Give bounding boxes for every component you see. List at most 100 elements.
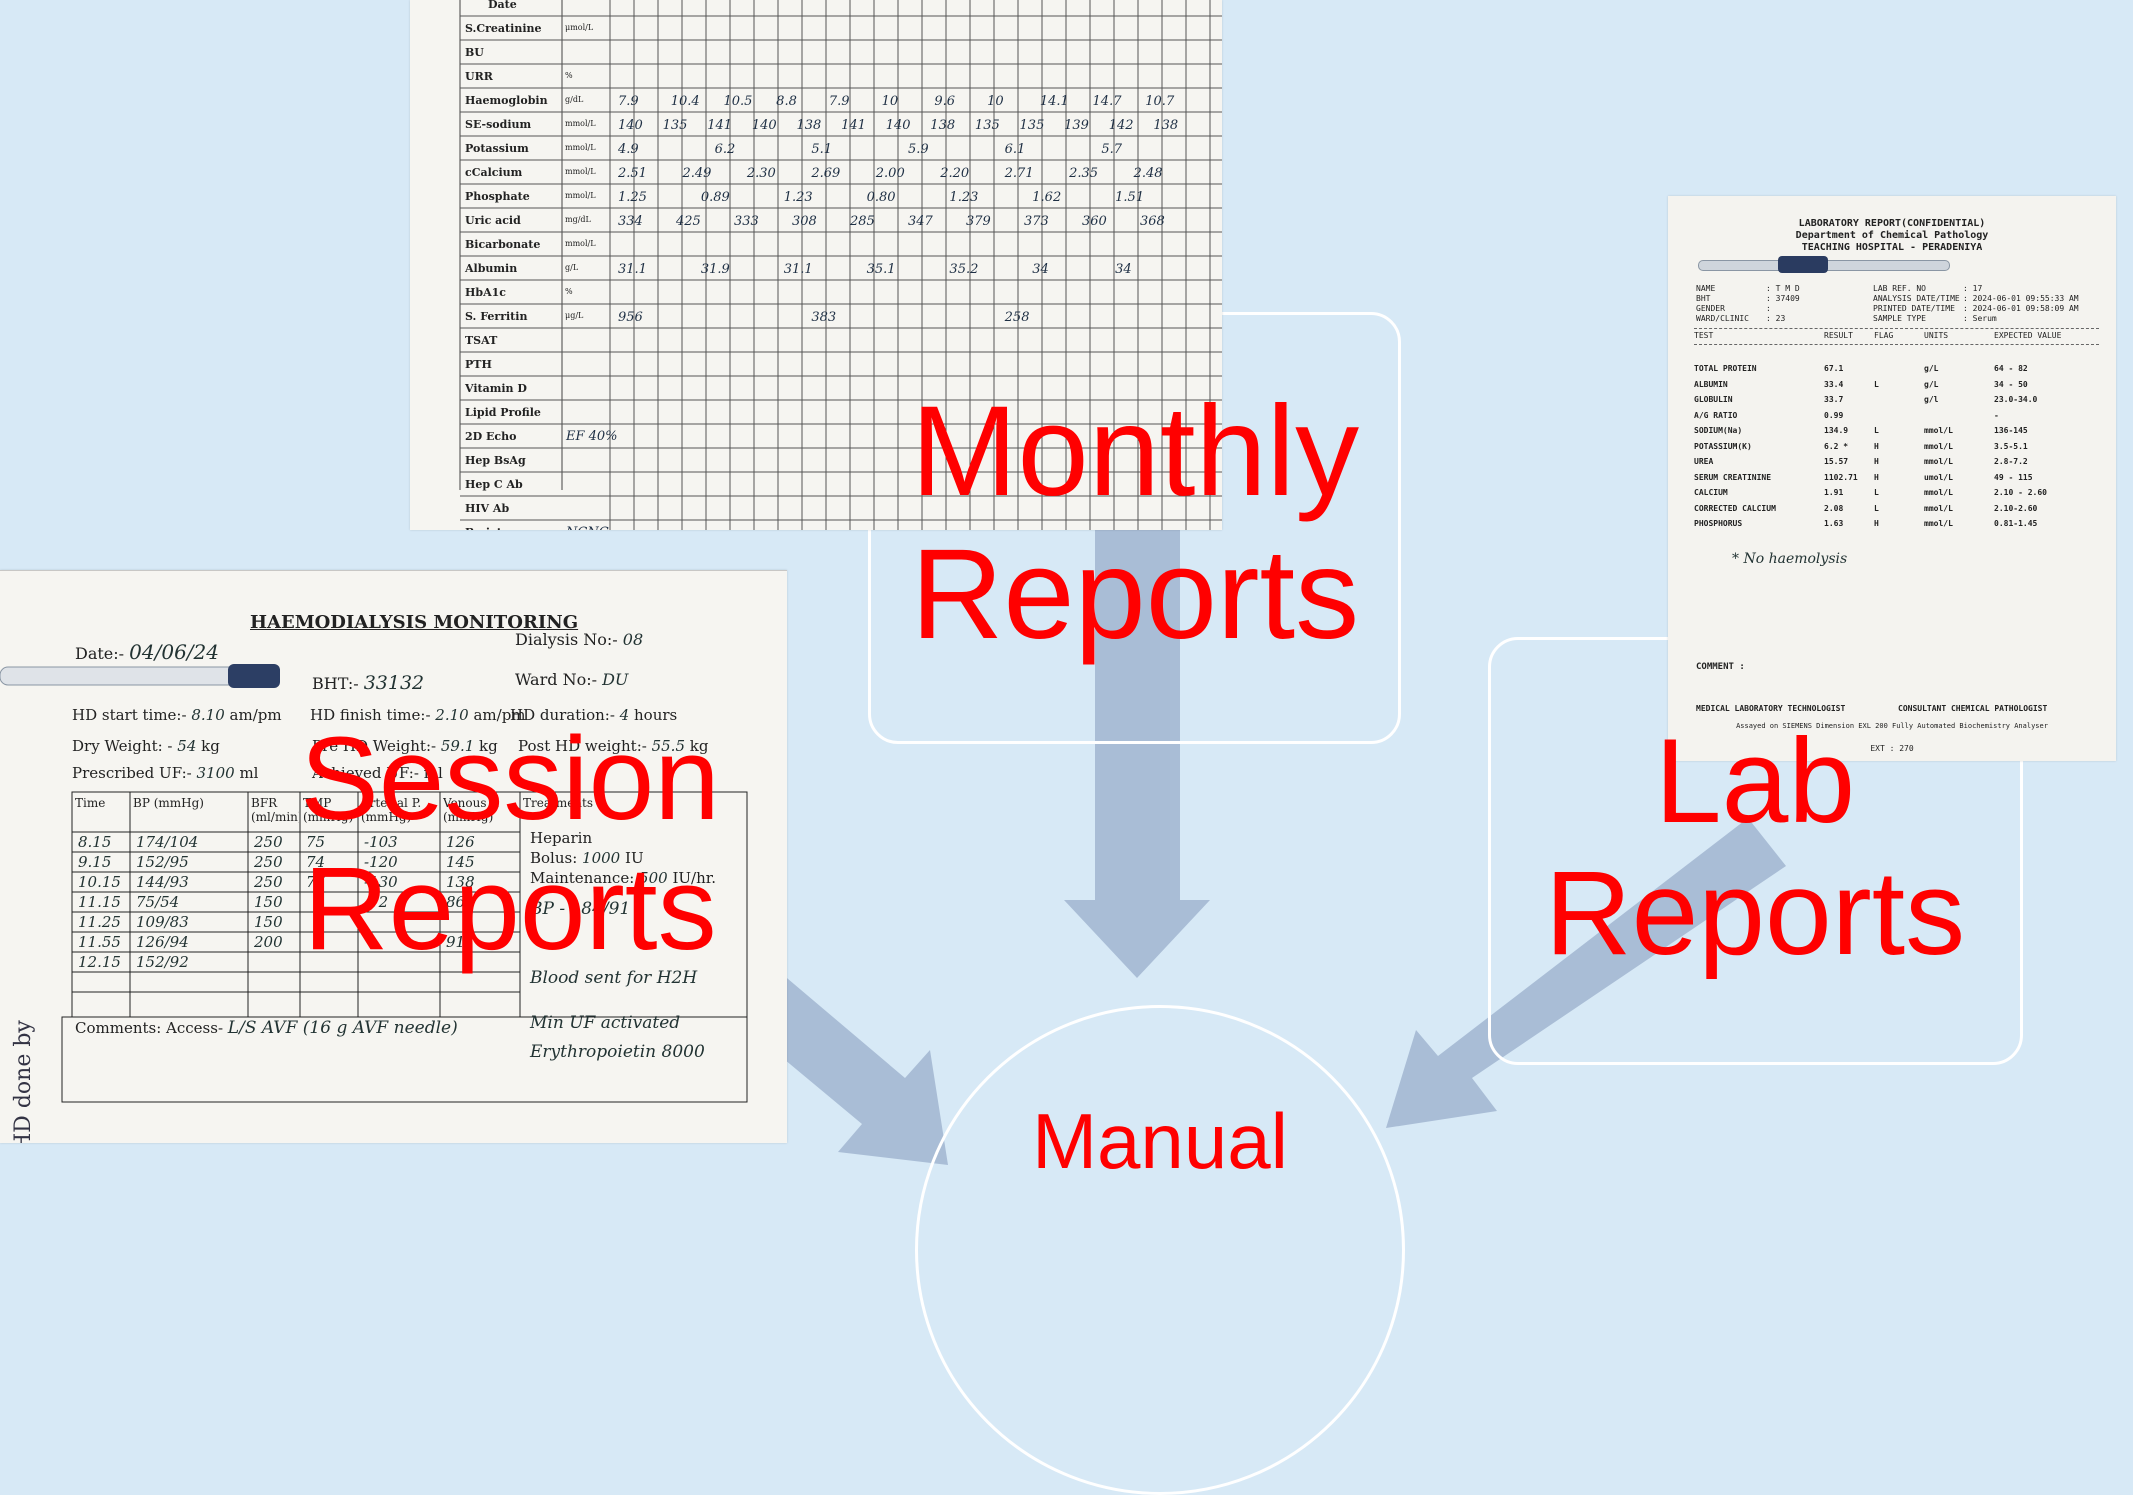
session-title: HAEMODIALYSIS MONITORING bbox=[250, 612, 579, 633]
monthly-row-unit: mmol/L bbox=[565, 191, 596, 200]
monthly-row-unit: % bbox=[565, 287, 573, 296]
session-dialysis-no-label: Dialysis No:- bbox=[515, 630, 618, 649]
monthly-row-unit: g/L bbox=[565, 263, 579, 272]
session-table-cell: 152/92 bbox=[136, 953, 189, 971]
monthly-row-name: TSAT bbox=[465, 334, 498, 347]
session-note-3: Erythropoietin 8000 bbox=[530, 1042, 705, 1062]
lab-meta-value: : T M D bbox=[1766, 284, 1800, 293]
session-table-cell: -72 bbox=[364, 893, 389, 911]
lab-table-cell: g/l bbox=[1924, 395, 1939, 404]
lab-table-cell: 34 - 50 bbox=[1994, 379, 2028, 389]
session-table-cell: 11.25 bbox=[78, 913, 121, 931]
session-table-cell: 9.15 bbox=[78, 853, 112, 871]
session-bolus-unit: IU bbox=[625, 849, 644, 867]
lab-meta-label: LAB REF. NO bbox=[1873, 284, 1926, 293]
lab-ext: EXT : 270 bbox=[1870, 744, 1914, 753]
monthly-value: 2.69 bbox=[810, 166, 840, 181]
lab-meta-label: NAME bbox=[1696, 284, 1716, 293]
lab-table-cell: L bbox=[1874, 426, 1879, 435]
session-table-cell: 145 bbox=[446, 853, 475, 871]
lab-label-line2: Reports bbox=[1544, 846, 1966, 980]
monthly-row-unit: mmol/L bbox=[565, 239, 596, 248]
lab-table-cell: POTASSIUM(K) bbox=[1694, 441, 1752, 451]
monthly-value: 10.4 bbox=[671, 94, 700, 109]
session-table-cell: 200 bbox=[254, 933, 283, 951]
lab-technologist: MEDICAL LABORATORY TECHNOLOGIST bbox=[1696, 704, 1846, 713]
lab-table-cell: H bbox=[1874, 472, 1879, 482]
monthly-row-unit: mmol/L bbox=[565, 167, 596, 176]
monthly-value: 138 bbox=[796, 118, 821, 133]
lab-meta-value: : Serum bbox=[1963, 314, 1997, 323]
monthly-row-name: Hep BsAg bbox=[465, 454, 526, 467]
session-start-label: HD start time:- bbox=[72, 706, 187, 724]
lab-table-cell: L bbox=[1874, 503, 1879, 513]
lab-column-header: FLAG bbox=[1874, 331, 1894, 340]
session-table-cell: 174/104 bbox=[136, 833, 199, 851]
session-table-cell: 150 bbox=[254, 913, 283, 931]
lab-table-cell: PHOSPHORUS bbox=[1694, 519, 1743, 528]
session-table-cell: 75/54 bbox=[136, 893, 180, 911]
session-maintenance-value: 500 bbox=[639, 869, 668, 887]
lab-table-cell: CALCIUM bbox=[1694, 488, 1728, 497]
lab-table-cell: mmol/L bbox=[1924, 503, 1953, 513]
monthly-value: 2.71 bbox=[1004, 166, 1034, 181]
session-bht-label: BHT:- bbox=[312, 674, 359, 693]
lab-meta-label: PRINTED DATE/TIME bbox=[1873, 304, 1955, 313]
lab-table-cell: L bbox=[1874, 488, 1879, 497]
session-table-cell: 138 bbox=[446, 873, 475, 891]
lab-table-cell: 33.7 bbox=[1824, 395, 1844, 404]
session-table-cell: 8.15 bbox=[78, 833, 112, 851]
lab-table-cell: umol/L bbox=[1924, 472, 1953, 482]
lab-table-cell: 134.9 bbox=[1824, 426, 1849, 435]
lab-table-cell: 0.81-1.45 bbox=[1994, 519, 2038, 528]
monthly-value: 0.89 bbox=[701, 190, 730, 205]
session-start-unit: am/pm bbox=[229, 706, 282, 724]
lab-table-cell: 64 - 82 bbox=[1994, 364, 2028, 373]
session-table-cell: 152/95 bbox=[136, 853, 189, 871]
lab-table-cell: mmol/L bbox=[1924, 441, 1953, 451]
monthly-label-line1: Monthly bbox=[910, 380, 1360, 523]
session-reports-label: Session Reports bbox=[270, 714, 750, 975]
monthly-row-unit: mmol/L bbox=[565, 143, 596, 152]
monthly-value: 138 bbox=[930, 118, 955, 133]
session-table-cell: 11.15 bbox=[78, 893, 121, 911]
lab-meta-row: BHT: 37409 bbox=[1696, 294, 1800, 304]
session-dry-label: Dry Weight: - bbox=[72, 737, 173, 755]
session-column-header: Time bbox=[75, 796, 106, 810]
monthly-value: 138 bbox=[1153, 118, 1178, 133]
session-column-header: Venous P. (mmHg) bbox=[443, 796, 500, 824]
lab-department: Department of Chemical Pathology bbox=[1795, 230, 1989, 241]
lab-table-cell: 2.8-7.2 bbox=[1994, 457, 2028, 466]
session-column-header: BP (mmHg) bbox=[133, 796, 204, 810]
session-post-unit: kg bbox=[689, 737, 709, 755]
lab-meta-row: GENDER: bbox=[1696, 304, 1800, 314]
session-table-cell: -130 bbox=[364, 873, 398, 891]
monthly-row-unit: μg/L bbox=[565, 311, 584, 320]
lab-table-cell: 49 - 115 bbox=[1994, 472, 2033, 482]
lab-table-cell: g/L bbox=[1924, 364, 1939, 373]
lab-table-cell: mmol/L bbox=[1924, 488, 1953, 497]
session-date-label: Date:- bbox=[75, 644, 125, 663]
monthly-reports-label: Monthly Reports bbox=[880, 380, 1390, 667]
session-post-label: Post HD weight:- bbox=[518, 737, 647, 755]
session-heparin: Heparin bbox=[530, 829, 593, 847]
session-finish-label: HD finish time:- bbox=[310, 706, 431, 724]
monthly-value: 2.48 bbox=[1133, 166, 1163, 181]
monthly-row-name: 2D Echo bbox=[465, 430, 516, 443]
lab-meta-label: BHT bbox=[1696, 294, 1711, 303]
lab-meta-label: SAMPLE TYPE bbox=[1873, 314, 1926, 323]
lab-table-cell: mmol/L bbox=[1924, 519, 1953, 528]
session-table-cell: 86 bbox=[446, 893, 466, 911]
monthly-row-unit: % bbox=[565, 71, 573, 80]
monthly-value: 6.2 bbox=[715, 142, 736, 157]
monthly-value: 285 bbox=[849, 214, 875, 229]
monthly-value: 135 bbox=[1020, 118, 1045, 133]
monthly-value: 31.1 bbox=[618, 262, 647, 277]
monthly-value: 34 bbox=[1115, 262, 1132, 277]
lab-table-cell: 2.10 - 2.60 bbox=[1994, 488, 2047, 497]
lab-meta-row: PRINTED DATE/TIME: 2024-06-01 09:58:09 A… bbox=[1873, 304, 2079, 314]
lab-table-cell: ALBUMIN bbox=[1694, 379, 1728, 389]
monthly-value: 141 bbox=[841, 118, 866, 133]
